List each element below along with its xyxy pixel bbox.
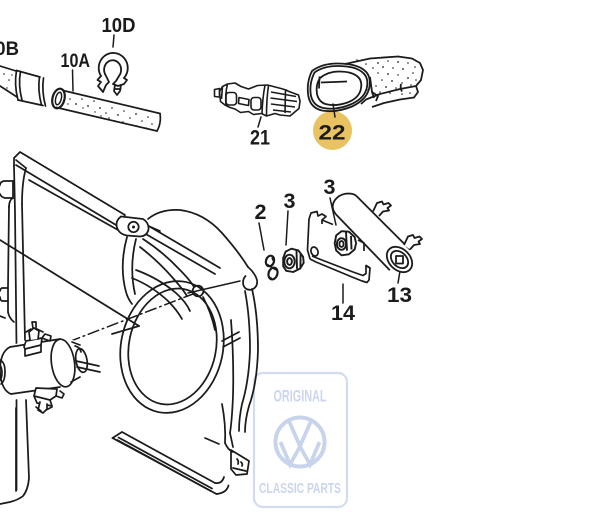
svg-text:ORIGINAL: ORIGINAL — [274, 387, 327, 406]
svg-text:21: 21 — [250, 127, 270, 150]
svg-text:22: 22 — [319, 122, 346, 145]
svg-text:2: 2 — [255, 201, 267, 224]
svg-text:3: 3 — [324, 176, 336, 199]
svg-text:CLASSIC PARTS: CLASSIC PARTS — [259, 480, 341, 497]
svg-text:13: 13 — [387, 284, 412, 307]
svg-text:10B: 10B — [0, 39, 19, 60]
svg-text:3: 3 — [284, 190, 296, 213]
svg-text:10A: 10A — [61, 51, 91, 72]
svg-text:14: 14 — [331, 302, 355, 325]
svg-text:10D: 10D — [102, 14, 136, 37]
